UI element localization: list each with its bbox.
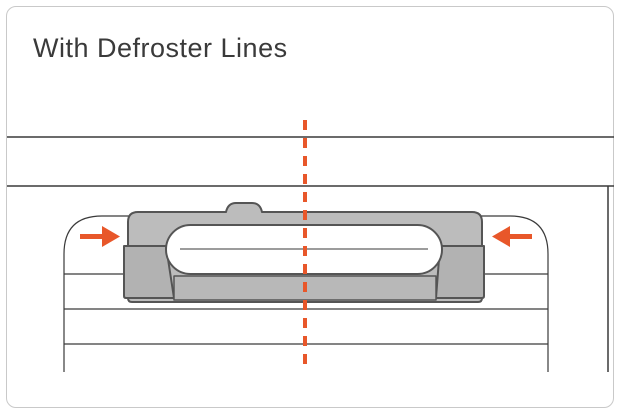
mount-right-tab [435,245,485,299]
windshield-band [7,136,614,187]
mount-left-tab [123,245,175,299]
arrow-right-icon [80,226,120,247]
diagram-title: With Defroster Lines [33,33,288,63]
arrow-left-icon [492,226,532,247]
diagram-card: With Defroster Lines [6,6,614,408]
